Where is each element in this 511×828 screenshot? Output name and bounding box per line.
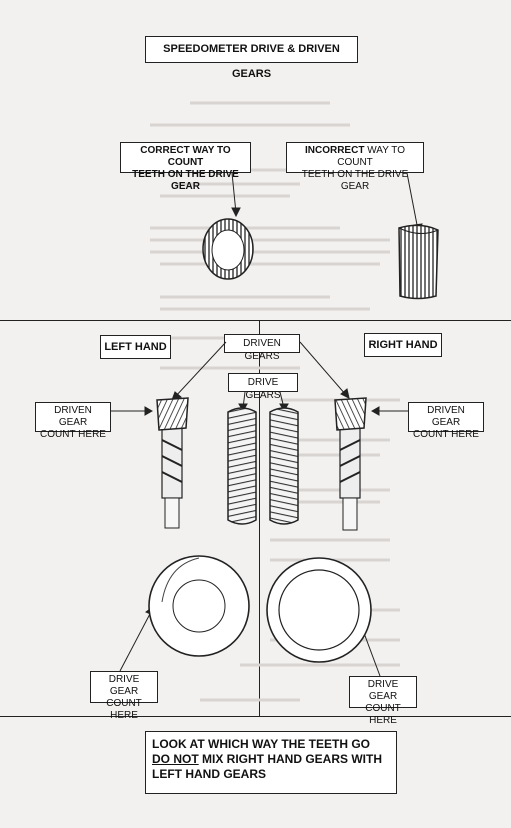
driven-gear-count-right-label: DRIVEN GEAR COUNT HERE bbox=[408, 402, 484, 440]
arrow-driven-gears bbox=[171, 341, 350, 401]
top-section-divider bbox=[0, 320, 511, 321]
arrow-drive-count-left bbox=[119, 604, 155, 672]
right-drive-gear-worm bbox=[269, 407, 299, 525]
left-drive-gear-ring bbox=[148, 555, 250, 657]
driven-gears-label: DRIVEN GEARS bbox=[224, 334, 300, 362]
right-driven-gear bbox=[334, 397, 367, 531]
right-hand-label: RIGHT HAND bbox=[364, 333, 442, 357]
drive-gears-label: DRIVE GEARS bbox=[228, 373, 298, 401]
bottom-section-divider bbox=[0, 716, 511, 717]
drive-gear-count-left-label: DRIVE GEAR COUNT HERE bbox=[90, 671, 158, 721]
driven-gear-count-left-label: DRIVEN GEAR COUNT HERE bbox=[35, 402, 111, 440]
left-driven-gear bbox=[156, 397, 189, 529]
drive-gear-count-right-label: DRIVE GEAR COUNT HERE bbox=[349, 676, 417, 726]
center-vertical-divider bbox=[259, 321, 260, 716]
correct-drive-gear-ring bbox=[202, 218, 254, 280]
arrow-driven-count-right bbox=[370, 406, 408, 416]
page-title: SPEEDOMETER DRIVE & DRIVEN GEARS bbox=[145, 36, 358, 80]
incorrect-way-label: INCORRECT WAY TO COUNT TEETH ON THE DRIV… bbox=[286, 142, 424, 192]
correct-way-label: CORRECT WAY TO COUNT TEETH ON THE DRIVE … bbox=[120, 142, 251, 192]
warning-box: LOOK AT WHICH WAY THE TEETH GO DO NOT MI… bbox=[145, 731, 397, 794]
right-drive-gear-ring bbox=[266, 557, 372, 663]
left-hand-label: LEFT HAND bbox=[100, 335, 171, 359]
arrow-correct bbox=[231, 172, 241, 218]
left-drive-gear-worm bbox=[227, 407, 257, 525]
incorrect-drive-gear-cylinder bbox=[398, 224, 439, 300]
arrow-incorrect bbox=[406, 172, 423, 235]
arrow-driven-count-left bbox=[111, 406, 154, 416]
